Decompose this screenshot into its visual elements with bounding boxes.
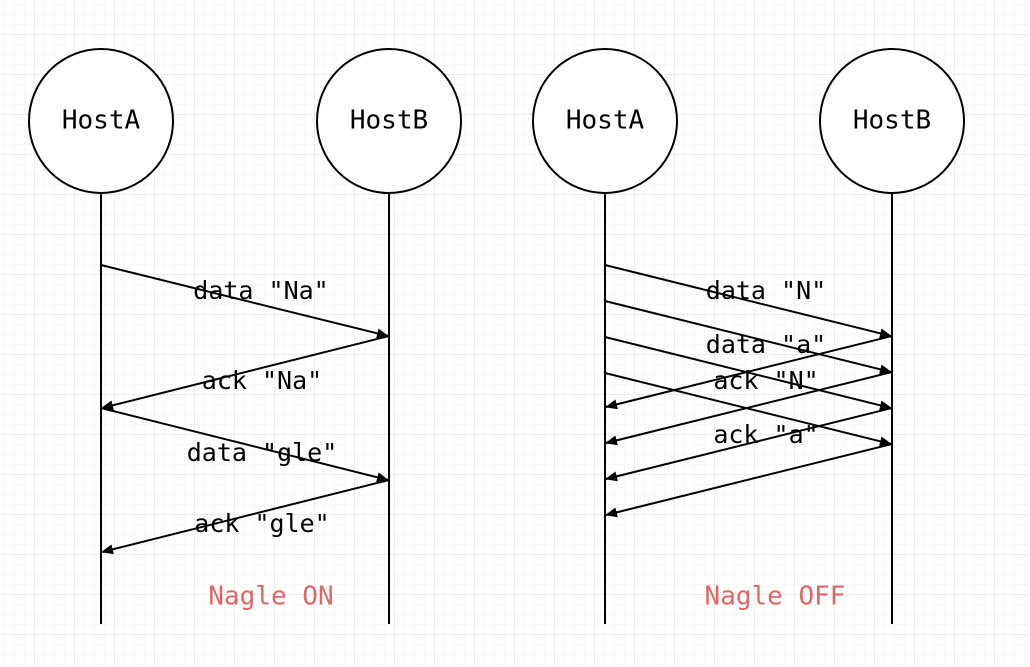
message-label-data-gle: data "gle" bbox=[187, 438, 338, 467]
message-label-ack-na: ack "Na" bbox=[202, 366, 322, 395]
caption-nagle-off: Nagle OFF bbox=[705, 582, 846, 612]
message-arrow-ack-gle bbox=[101, 479, 390, 555]
message-label-data-a: data "a" bbox=[706, 330, 826, 359]
host-node-hosta bbox=[28, 48, 174, 194]
message-arrow-ack-3 bbox=[605, 407, 893, 482]
host-label-hosta: HostA bbox=[566, 106, 645, 136]
message-arrow-ack-1 bbox=[605, 335, 893, 410]
message-label-ack-gle: ack "gle" bbox=[194, 509, 329, 538]
host-label-hostb: HostB bbox=[350, 106, 428, 136]
message-label-data-n: data "N" bbox=[706, 276, 826, 305]
host-label-hosta: HostA bbox=[62, 106, 141, 136]
message-arrow-ack-2 bbox=[605, 371, 893, 446]
message-arrow-data-gle bbox=[100, 407, 389, 483]
host-node-hostb bbox=[316, 48, 462, 194]
message-arrow-send-2 bbox=[604, 300, 892, 375]
host-label-hostb: HostB bbox=[853, 106, 931, 136]
message-label-data-na: data "Na" bbox=[193, 276, 328, 305]
message-label-ack-a: ack "a" bbox=[713, 420, 818, 449]
caption-nagle-on: Nagle ON bbox=[208, 582, 333, 612]
message-arrow-ack-na bbox=[101, 335, 390, 411]
diagram-nagle-on: HostA HostB data "Na" ack "Na" data "gle… bbox=[28, 48, 462, 624]
message-arrow-ack-4 bbox=[605, 443, 893, 518]
message-arrow-send-1 bbox=[604, 264, 892, 339]
message-label-ack-n: ack "N" bbox=[713, 366, 818, 395]
diagram-nagle-off: HostA HostB data "N" data "a" ack "N" ac… bbox=[532, 48, 965, 624]
host-node-hosta bbox=[532, 48, 678, 194]
message-arrow-data-na bbox=[100, 264, 389, 339]
host-node-hostb bbox=[819, 48, 965, 194]
